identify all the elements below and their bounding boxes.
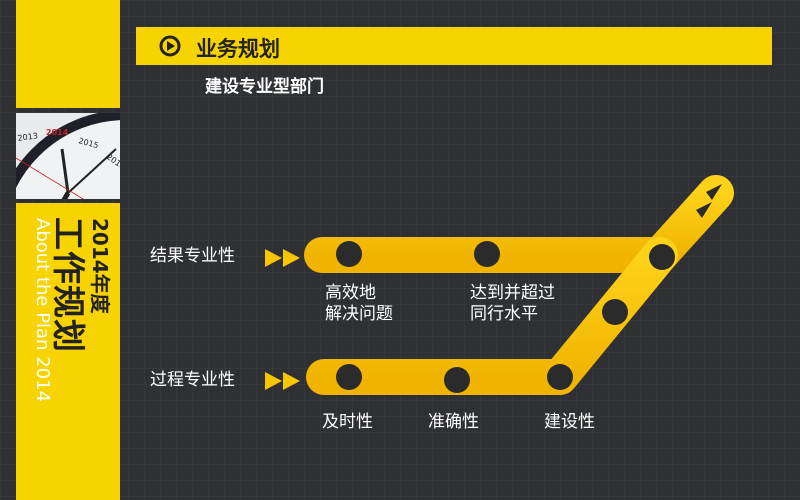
row-label-result: 结果专业性 <box>150 246 235 266</box>
track-node <box>336 241 362 267</box>
page-title: 业务规划 <box>196 37 280 61</box>
row-label-process: 过程专业性 <box>150 370 235 390</box>
clock-image: 2013 2014 2015 2016 <box>16 113 120 199</box>
sidebar-title-panel: 2014年度 工作规划 About the Plan 2014 <box>16 203 120 500</box>
sidebar-top-strip <box>16 0 120 108</box>
node-label: 及时性 <box>322 412 373 432</box>
track-node <box>547 364 573 390</box>
node-label: 建设性 <box>544 412 595 432</box>
page-subtitle: 建设专业型部门 <box>205 77 324 97</box>
node-label: 高效地解决问题 <box>325 283 393 324</box>
row-arrow-icon <box>265 249 300 267</box>
track-node <box>602 299 628 325</box>
row-arrow-icon <box>265 372 300 390</box>
track-node <box>336 364 362 390</box>
clock-year: 2014 <box>46 128 69 137</box>
track-node <box>474 241 500 267</box>
play-circle-icon <box>159 35 181 57</box>
node-label: 达到并超过同行水平 <box>470 283 555 324</box>
double-arrow-icon <box>696 184 722 218</box>
track-node <box>649 244 675 270</box>
clock-year: 2013 <box>17 131 38 143</box>
node-label: 准确性 <box>428 412 479 432</box>
header-bar: 业务规划 <box>136 27 772 65</box>
track-node <box>444 367 470 393</box>
